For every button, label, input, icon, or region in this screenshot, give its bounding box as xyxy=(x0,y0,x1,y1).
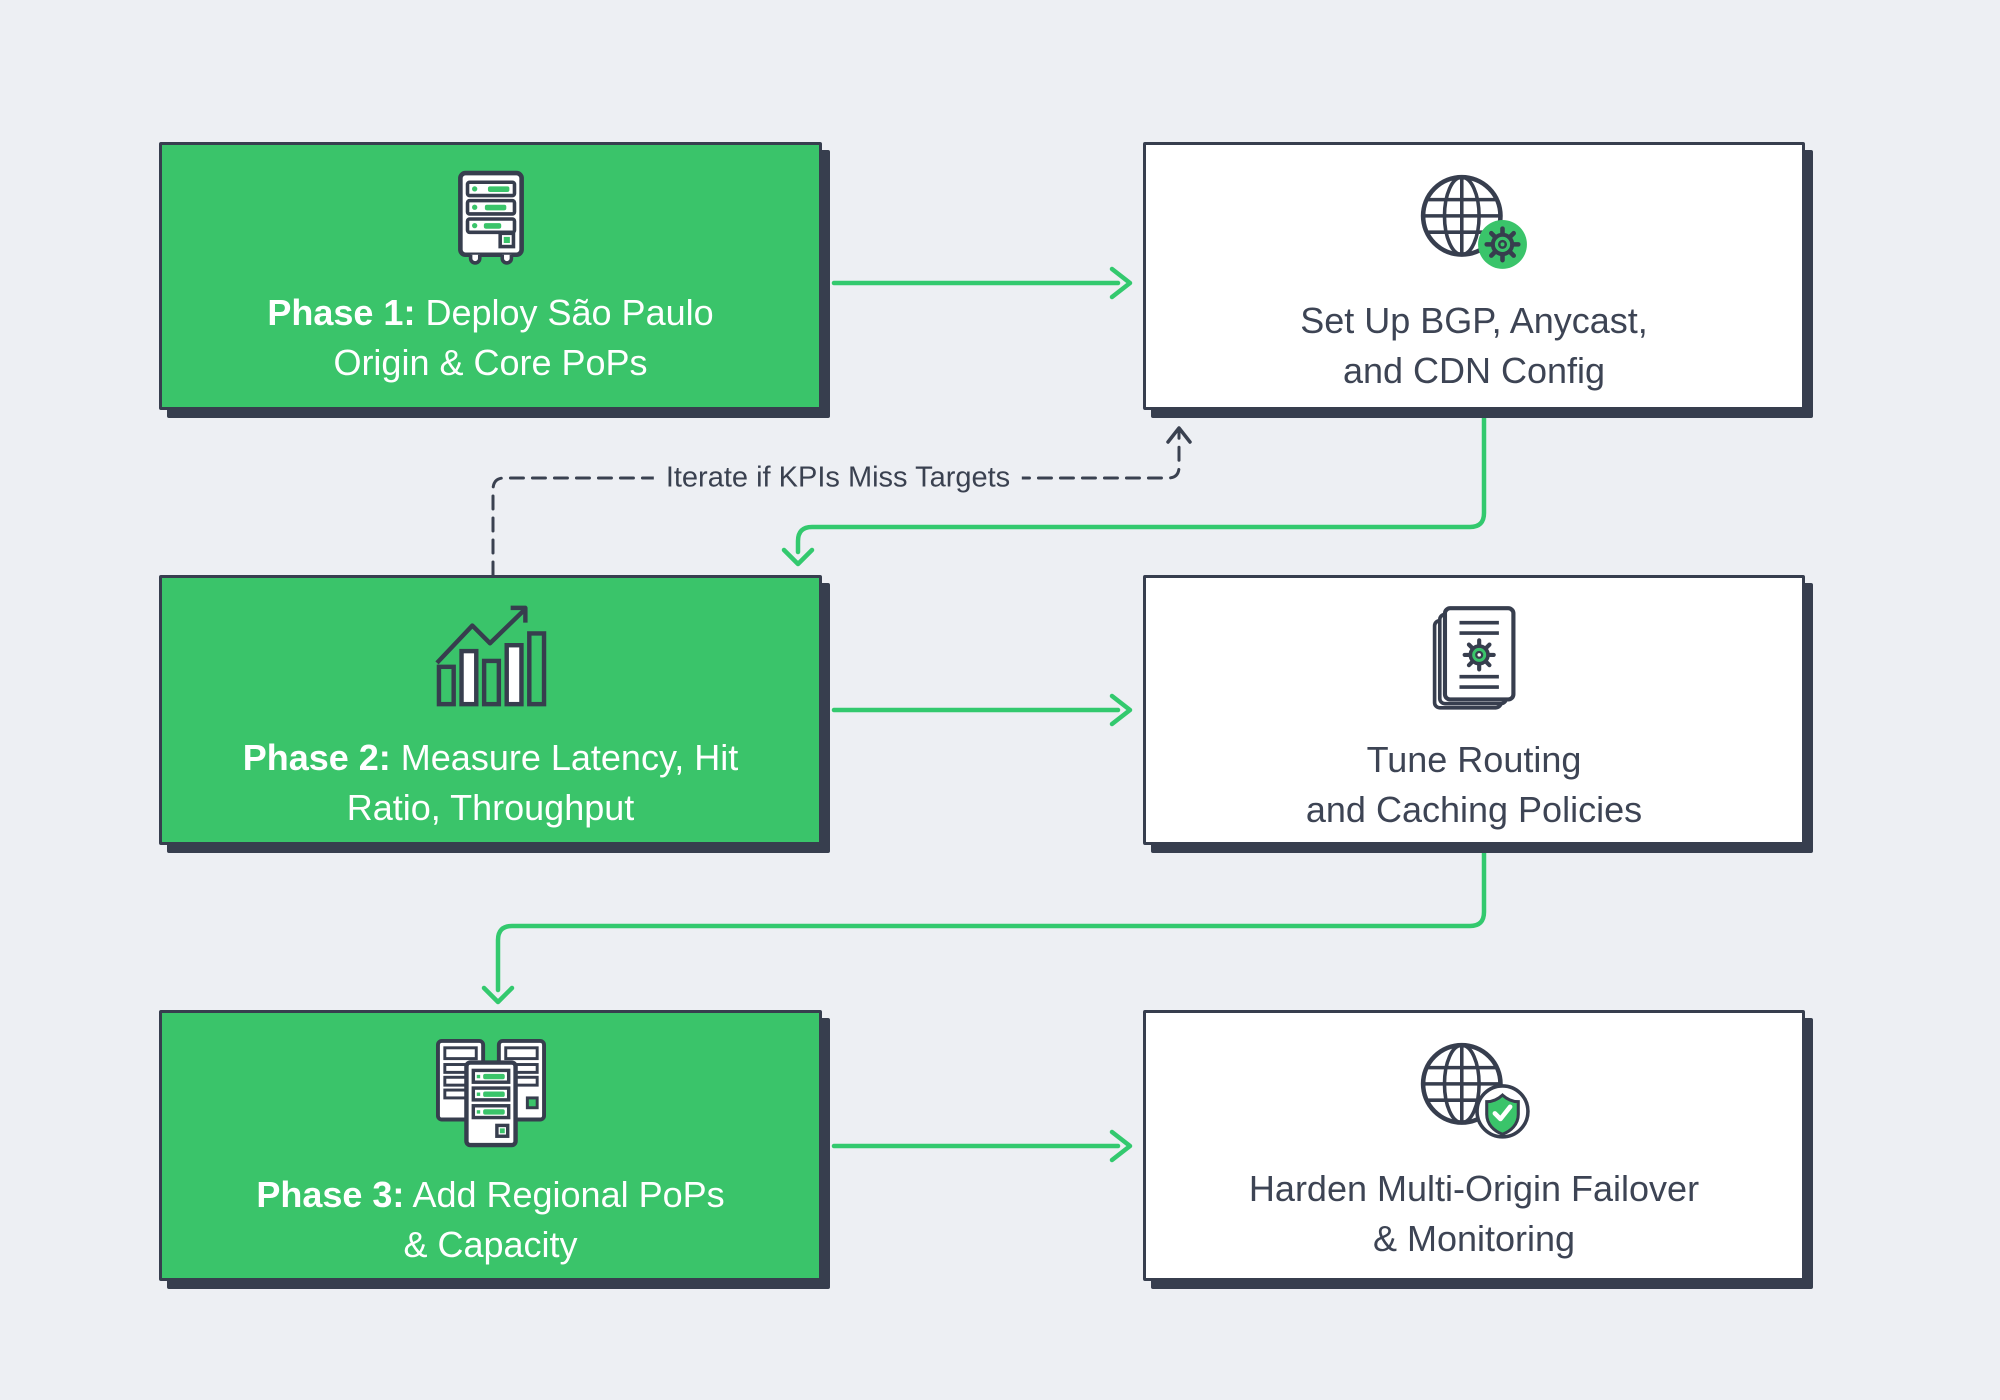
arrowhead-phase3-to-harden xyxy=(1109,1129,1133,1163)
node-phase3: Phase 3: Add Regional PoPs & Capacity xyxy=(159,1010,822,1281)
bar-chart-icon xyxy=(431,602,551,717)
arrow-feedback-dashed xyxy=(491,428,1181,577)
node-tune-label: Tune Routing and Caching Policies xyxy=(1305,739,1643,830)
node-harden-label: Harden Multi-Origin Failover & Monitorin… xyxy=(1248,1168,1700,1259)
arrowhead-feedback xyxy=(1166,426,1192,444)
node-phase1-text: Deploy São Paulo Origin & Core PoPs xyxy=(333,292,714,383)
arrowhead-phase2-to-tune xyxy=(1109,693,1133,727)
policies-gear-icon xyxy=(1426,602,1522,719)
arrowhead-phase1-to-bgp xyxy=(1109,266,1133,300)
node-phase1-prefix: Phase 1: xyxy=(267,292,416,333)
feedback-loop-label: Iterate if KPIs Miss Targets xyxy=(653,459,1023,497)
arrowhead-tune-to-phase3 xyxy=(481,985,515,1005)
node-phase1: Phase 1: Deploy São Paulo Origin & Core … xyxy=(159,142,822,410)
node-phase2-text: Measure Latency, Hit Ratio, Throughput xyxy=(346,737,739,828)
node-phase3-text: Add Regional PoPs & Capacity xyxy=(403,1174,725,1265)
server-icon xyxy=(450,169,532,272)
globe-gear-icon xyxy=(1417,169,1531,280)
arrow-tune-to-phase3 xyxy=(495,845,1487,993)
node-bgp: Set Up BGP, Anycast, and CDN Config xyxy=(1143,142,1805,410)
node-phase2-label: Phase 2: Measure Latency, Hit Ratio, Thr… xyxy=(243,733,739,833)
arrowhead-bgp-to-phase2 xyxy=(781,547,815,567)
node-phase2: Phase 2: Measure Latency, Hit Ratio, Thr… xyxy=(159,575,822,845)
node-phase3-prefix: Phase 3: xyxy=(256,1174,405,1215)
node-bgp-label: Set Up BGP, Anycast, and CDN Config xyxy=(1300,300,1648,391)
node-phase1-label: Phase 1: Deploy São Paulo Origin & Core … xyxy=(267,288,713,388)
node-phase2-prefix: Phase 2: xyxy=(242,737,391,778)
server-cluster-icon xyxy=(430,1037,552,1154)
globe-shield-icon xyxy=(1417,1037,1531,1148)
node-tune: Tune Routing and Caching Policies xyxy=(1143,575,1805,845)
node-phase3-label: Phase 3: Add Regional PoPs & Capacity xyxy=(256,1170,724,1270)
node-harden: Harden Multi-Origin Failover & Monitorin… xyxy=(1143,1010,1805,1281)
